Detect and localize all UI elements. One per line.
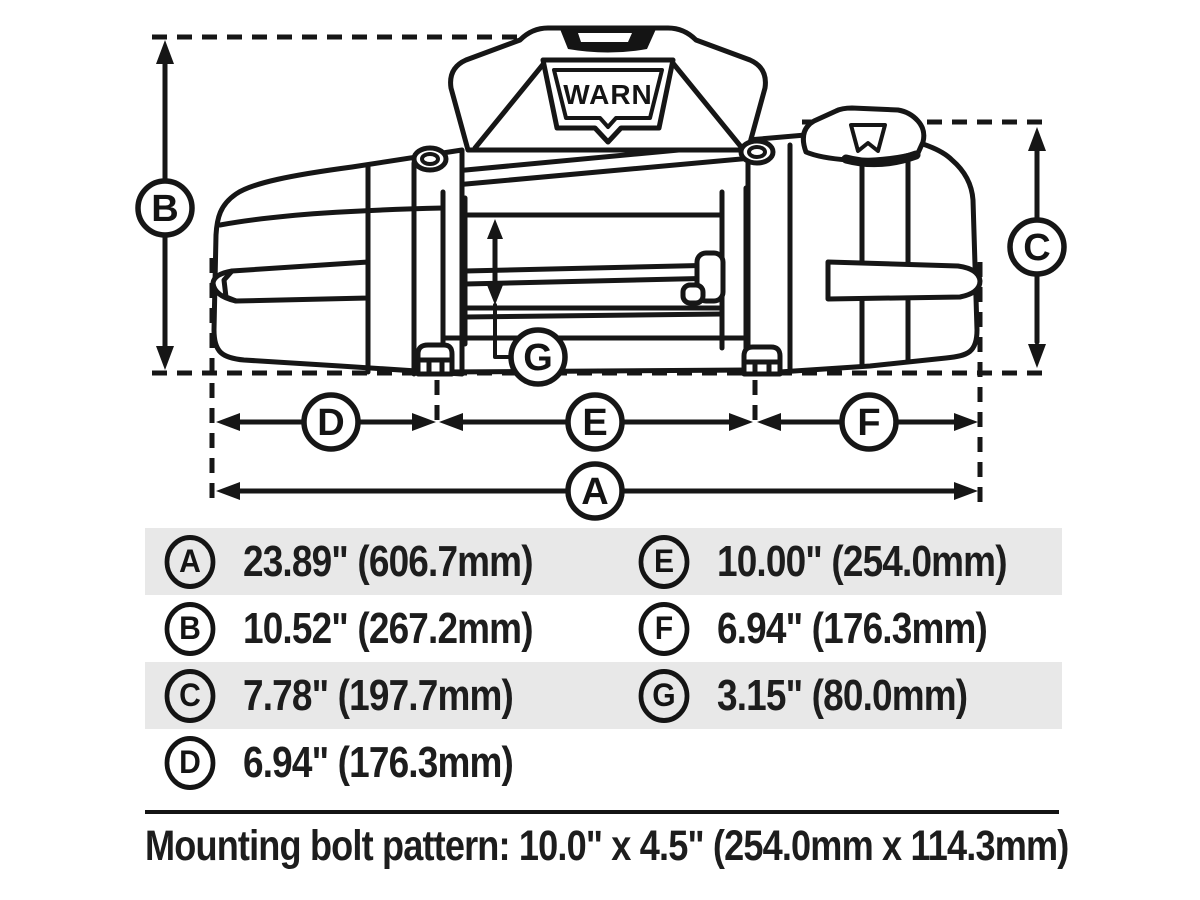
cell-b: B 10.52" (267.2mm) — [163, 601, 637, 656]
control-pack-inner-right — [669, 59, 745, 151]
dim-badge-b: B — [164, 601, 216, 656]
table-row-a-e: A 23.89" (606.7mm) E 10.00" (254.0mm) — [145, 528, 1062, 595]
dim-badge-e: E — [638, 534, 690, 589]
marker-c: C — [1007, 217, 1067, 277]
dim-badge-d: D — [164, 735, 216, 790]
marker-a: A — [565, 461, 625, 521]
dim-badge-c: C — [164, 668, 216, 723]
svg-text:F: F — [857, 402, 880, 444]
mounting-feet — [415, 342, 783, 377]
marker-e: E — [565, 392, 625, 452]
clutch-w-mark — [849, 123, 887, 153]
drum-rear-rod-1 — [462, 262, 725, 274]
dim-value-e: 10.00" (254.0mm) — [717, 536, 1008, 586]
dimension-markers: B C G D E F A — [135, 178, 1067, 521]
clutch-handle — [680, 250, 726, 306]
drum-rear-rod-2 — [462, 275, 725, 287]
control-pack-inner-left — [472, 59, 548, 151]
dimension-annotations: B C G D E F A — [135, 40, 1067, 521]
g-leader-line — [493, 303, 511, 359]
drum-shadow-line — [462, 311, 725, 320]
control-pack: WARN — [448, 25, 768, 153]
table-row-c-g: C 7.78" (197.7mm) G 3.15" (80.0mm) — [145, 662, 1062, 729]
svg-text:D: D — [317, 402, 344, 444]
cell-d: D 6.94" (176.3mm) — [163, 735, 637, 790]
winch-body: WARN — [210, 25, 983, 377]
svg-text:A: A — [581, 471, 608, 513]
dim-value-f: 6.94" (176.3mm) — [717, 603, 988, 653]
dim-badge-g: G — [638, 668, 690, 723]
dim-value-b: 10.52" (267.2mm) — [243, 603, 534, 653]
dim-value-g: 3.15" (80.0mm) — [717, 670, 968, 720]
svg-text:B: B — [151, 188, 178, 230]
cell-g: G 3.15" (80.0mm) — [637, 668, 1015, 723]
bottom-edge — [440, 367, 751, 375]
warn-brand-text: WARN — [563, 79, 653, 110]
table-row-b-f: B 10.52" (267.2mm) F 6.94" (176.3mm) — [145, 595, 1062, 662]
clutch-lever-box — [800, 105, 927, 168]
svg-text:E: E — [582, 402, 607, 444]
cell-e: E 10.00" (254.0mm) — [637, 534, 1062, 589]
dimension-g — [487, 219, 511, 359]
svg-text:C: C — [1023, 227, 1050, 269]
dim-value-a: 23.89" (606.7mm) — [243, 536, 534, 586]
screw-bosses — [411, 138, 776, 173]
marker-b: B — [135, 178, 195, 238]
marker-g: G — [508, 327, 568, 387]
marker-d: D — [301, 392, 361, 452]
footer-divider — [145, 810, 1059, 814]
winch-diagram-svg: WARN — [135, 25, 1067, 521]
dim-value-d: 6.94" (176.3mm) — [243, 737, 514, 787]
left-motor-housing — [210, 147, 465, 377]
right-tie-rod-fin — [825, 259, 983, 302]
clutch-shelf — [841, 150, 921, 168]
right-gear-housing — [745, 128, 983, 377]
dim-value-c: 7.78" (197.7mm) — [243, 670, 514, 720]
table-row-d: D 6.94" (176.3mm) — [145, 729, 1062, 796]
dimension-spec-table: A 23.89" (606.7mm) E 10.00" (254.0mm) B … — [145, 528, 1062, 796]
svg-text:G: G — [523, 337, 553, 379]
dashed-extension-lines — [152, 34, 1050, 502]
warn-badge: WARN — [540, 57, 676, 145]
dim-badge-a: A — [164, 534, 216, 589]
dim-badge-f: F — [638, 601, 690, 656]
left-fin-face — [221, 268, 239, 304]
cell-a: A 23.89" (606.7mm) — [163, 534, 637, 589]
mounting-pattern-text: Mounting bolt pattern: 10.0" x 4.5" (254… — [145, 822, 1069, 870]
marker-f: F — [839, 392, 899, 452]
control-pack-handle-slot — [578, 33, 632, 42]
cell-c: C 7.78" (197.7mm) — [163, 668, 637, 723]
cell-f: F 6.94" (176.3mm) — [637, 601, 1038, 656]
